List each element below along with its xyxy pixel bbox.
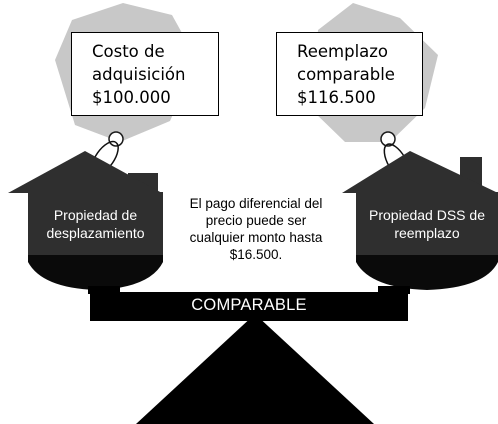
house-right — [342, 151, 498, 255]
house-right-label: Propiedad DSS de reemplazo — [356, 206, 498, 242]
house-left-body — [28, 192, 163, 255]
acquisition-cost-line-1: Costo de — [92, 42, 165, 61]
house-left-label: Propiedad de desplazamiento — [28, 206, 163, 242]
note-line-2: precio puede ser — [205, 213, 307, 228]
comparable-replacement-line-1: Reemplazo — [297, 42, 389, 61]
house-left-roof — [8, 151, 162, 193]
pan-support-right — [378, 286, 410, 294]
price-tag-right-hole — [380, 131, 396, 147]
house-left — [8, 151, 163, 255]
scale-beam-label: COMPARABLE — [191, 296, 307, 314]
acquisition-cost-amount: $100.000 — [92, 88, 171, 107]
house-left-label-line-2: desplazamiento — [46, 225, 145, 241]
house-right-label-line-2: reemplazo — [394, 225, 460, 241]
comparable-replacement-amount: $116.500 — [297, 88, 376, 107]
note-line-3: cualquier monto hasta — [189, 230, 323, 245]
comparable-replacement-line-2: comparable — [297, 65, 395, 84]
scale-fulcrum — [136, 314, 374, 424]
scale-beam — [90, 292, 408, 321]
house-right-roof — [342, 151, 498, 193]
price-tag-left-hole — [108, 131, 124, 147]
price-tag-left-card: Costo de adquisición $100.000 — [71, 32, 219, 116]
note-line-1: El pago diferencial del — [189, 196, 323, 211]
acquisition-cost-line-2: adquisición — [92, 65, 186, 84]
house-right-body — [356, 192, 498, 255]
scale-pan-right — [356, 255, 498, 290]
house-left-label-line-1: Propiedad de — [53, 207, 138, 223]
house-right-label-line-1: Propiedad DSS de — [369, 207, 485, 223]
pan-support-left — [88, 286, 120, 294]
price-tag-right-card: Reemplazo comparable $116.500 — [276, 32, 423, 116]
scale-pan-left — [28, 255, 163, 290]
note-line-4: $16.500. — [229, 247, 283, 262]
differential-payment-note: El pago diferencial del precio puede ser… — [168, 195, 344, 263]
